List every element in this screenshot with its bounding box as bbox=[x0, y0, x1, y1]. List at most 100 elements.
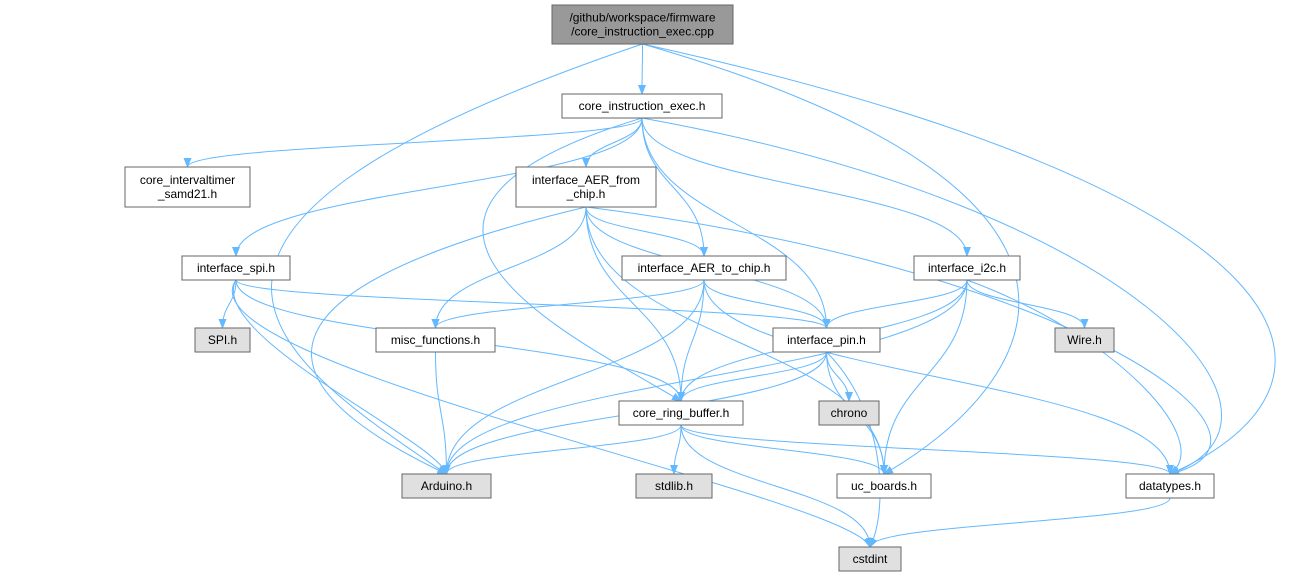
node-label-spi_h-0: SPI.h bbox=[208, 333, 237, 347]
node-spi_h: SPI.h bbox=[194, 327, 251, 353]
edge-interface_aer_to_chip-to-misc_functions bbox=[431, 279, 705, 329]
node-misc_functions[interactable]: misc_functions.h bbox=[375, 327, 496, 353]
edge-interface_aer_from_chip-to-datatypes bbox=[585, 206, 1212, 476]
edge-interface_i2c-to-wire_h bbox=[966, 279, 1089, 329]
edge-interface_i2c-to-datatypes bbox=[966, 279, 1182, 475]
node-box-core_intervaltimer bbox=[124, 166, 251, 208]
edge-core_instruction_exec_h-to-interface_spi bbox=[232, 117, 643, 257]
node-box-chrono bbox=[818, 400, 880, 426]
edge-interface_spi-to-arduino_h bbox=[232, 279, 448, 475]
edge-misc_functions-to-arduino_h bbox=[435, 351, 451, 475]
edge-core_instruction_exec_h-to-core_intervaltimer bbox=[183, 117, 643, 168]
edge-core_instruction_exec_h-to-interface_pin bbox=[641, 117, 831, 329]
edge-interface_spi-to-cstdint bbox=[231, 279, 871, 548]
nodes-layer: /github/workspace/firmware/core_instruct… bbox=[124, 4, 1215, 572]
node-label-cstdint-0: cstdint bbox=[853, 552, 888, 566]
node-chrono: chrono bbox=[818, 400, 880, 426]
node-label-datatypes-0: datatypes.h bbox=[1139, 479, 1201, 493]
node-interface_spi[interactable]: interface_spi.h bbox=[181, 255, 291, 281]
node-interface_aer_from_chip[interactable]: interface_AER_from_chip.h bbox=[515, 166, 657, 208]
node-interface_aer_to_chip[interactable]: interface_AER_to_chip.h bbox=[621, 255, 787, 281]
edge-core_instruction_exec_h-to-datatypes bbox=[641, 117, 1223, 475]
edge-datatypes-to-cstdint bbox=[866, 497, 1171, 548]
edge-core_ring_buffer-to-uc_boards bbox=[680, 424, 888, 475]
edge-root-to-core_instruction_exec_h bbox=[638, 43, 647, 95]
node-arduino_h: Arduino.h bbox=[401, 473, 492, 499]
edge-core_ring_buffer-to-cstdint bbox=[680, 424, 874, 548]
node-box-core_ring_buffer bbox=[618, 400, 744, 426]
node-label-interface_spi-0: interface_spi.h bbox=[197, 261, 275, 275]
node-box-misc_functions bbox=[375, 327, 496, 353]
edges-layer bbox=[183, 43, 1276, 548]
node-stdlib_h: stdlib.h bbox=[635, 473, 713, 499]
node-label-core_instruction_exec_h-0: core_instruction_exec.h bbox=[579, 99, 706, 113]
node-box-core_instruction_exec_h bbox=[561, 93, 723, 119]
edge-core_ring_buffer-to-datatypes bbox=[680, 424, 1174, 475]
edge-root-to-arduino_h bbox=[271, 43, 643, 475]
node-core_ring_buffer[interactable]: core_ring_buffer.h bbox=[618, 400, 744, 426]
node-box-stdlib_h bbox=[635, 473, 713, 499]
node-box-root bbox=[551, 4, 734, 45]
edge-core_instruction_exec_h-to-interface_i2c bbox=[641, 117, 971, 257]
node-datatypes[interactable]: datatypes.h bbox=[1125, 473, 1215, 499]
edge-interface_spi-to-interface_pin bbox=[235, 279, 831, 329]
node-label-chrono-0: chrono bbox=[831, 406, 868, 420]
node-core_intervaltimer[interactable]: core_intervaltimer_samd21.h bbox=[124, 166, 251, 208]
node-interface_i2c[interactable]: interface_i2c.h bbox=[913, 255, 1021, 281]
node-box-interface_pin bbox=[772, 327, 881, 353]
node-label-stdlib_h-0: stdlib.h bbox=[655, 479, 693, 493]
node-box-interface_spi bbox=[181, 255, 291, 281]
edge-core_ring_buffer-to-arduino_h bbox=[442, 424, 682, 475]
edge-root-to-datatypes bbox=[642, 43, 1276, 475]
edge-interface_aer_from_chip-to-core_ring_buffer bbox=[585, 206, 685, 402]
edge-interface_i2c-to-arduino_h bbox=[442, 279, 968, 475]
edge-interface_spi-to-spi_h bbox=[218, 279, 237, 329]
node-label-interface_aer_from_chip-0: interface_AER_from bbox=[532, 173, 640, 187]
node-label-core_intervaltimer-1: _samd21.h bbox=[157, 187, 217, 201]
node-label-arduino_h-0: Arduino.h bbox=[421, 479, 472, 493]
edge-interface_aer_to_chip-to-core_ring_buffer bbox=[677, 279, 705, 402]
edge-interface_aer_from_chip-to-interface_aer_to_chip bbox=[585, 206, 708, 257]
node-box-interface_aer_to_chip bbox=[621, 255, 787, 281]
node-label-interface_i2c-0: interface_i2c.h bbox=[928, 261, 1006, 275]
edge-core_instruction_exec_h-to-interface_aer_from_chip bbox=[582, 117, 643, 168]
edge-interface_aer_from_chip-to-misc_functions bbox=[431, 206, 587, 329]
node-interface_pin[interactable]: interface_pin.h bbox=[772, 327, 881, 353]
node-cstdint: cstdint bbox=[838, 546, 902, 572]
edge-core_ring_buffer-to-stdlib_h bbox=[670, 424, 682, 475]
node-box-datatypes bbox=[1125, 473, 1215, 499]
node-box-cstdint bbox=[838, 546, 902, 572]
node-label-interface_aer_to_chip-0: interface_AER_to_chip.h bbox=[638, 261, 771, 275]
edge-root-to-uc_boards bbox=[642, 43, 1020, 475]
edge-interface_aer_to_chip-to-interface_pin bbox=[703, 279, 831, 329]
node-label-root-0: /github/workspace/firmware bbox=[569, 11, 715, 25]
node-wire_h: Wire.h bbox=[1054, 327, 1115, 353]
edge-interface_aer_to_chip-to-datatypes bbox=[703, 279, 1174, 475]
node-label-interface_aer_from_chip-1: _chip.h bbox=[566, 187, 606, 201]
edge-interface_i2c-to-uc_boards bbox=[880, 279, 968, 475]
edge-core_instruction_exec_h-to-interface_aer_to_chip bbox=[641, 117, 708, 257]
node-box-arduino_h bbox=[401, 473, 492, 499]
edge-interface_pin-to-core_ring_buffer bbox=[677, 351, 827, 402]
node-label-core_intervaltimer-0: core_intervaltimer bbox=[140, 173, 235, 187]
node-box-wire_h bbox=[1054, 327, 1115, 353]
node-label-core_ring_buffer-0: core_ring_buffer.h bbox=[633, 406, 730, 420]
node-label-wire_h-0: Wire.h bbox=[1067, 333, 1102, 347]
edge-interface_aer_from_chip-to-arduino_h bbox=[311, 206, 587, 475]
node-label-interface_pin-0: interface_pin.h bbox=[787, 333, 866, 347]
node-label-uc_boards-0: uc_boards.h bbox=[851, 479, 917, 493]
edge-interface_aer_to_chip-to-arduino_h bbox=[442, 279, 705, 475]
edge-interface_i2c-to-interface_pin bbox=[822, 279, 968, 329]
edge-core_instruction_exec_h-to-core_ring_buffer bbox=[482, 117, 682, 402]
node-box-uc_boards bbox=[836, 473, 932, 499]
node-label-misc_functions-0: misc_functions.h bbox=[391, 333, 480, 347]
node-uc_boards[interactable]: uc_boards.h bbox=[836, 473, 932, 499]
node-box-interface_i2c bbox=[913, 255, 1021, 281]
node-box-spi_h bbox=[194, 327, 251, 353]
node-core_instruction_exec_h[interactable]: core_instruction_exec.h bbox=[561, 93, 723, 119]
node-label-root-1: /core_instruction_exec.cpp bbox=[571, 25, 714, 39]
node-root[interactable]: /github/workspace/firmware/core_instruct… bbox=[551, 4, 734, 45]
edge-interface_pin-to-cstdint bbox=[826, 351, 881, 548]
node-box-interface_aer_from_chip bbox=[515, 166, 657, 208]
